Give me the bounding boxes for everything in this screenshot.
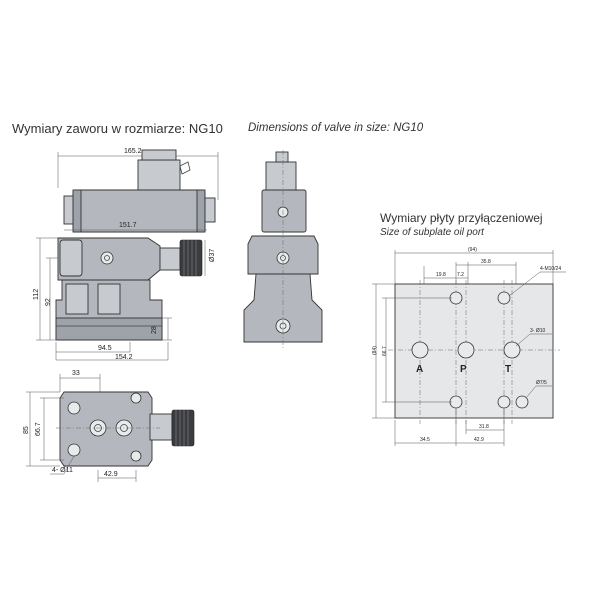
dim-height-lower: 28: [151, 326, 158, 334]
dim-coil-width: 151.7: [119, 222, 137, 229]
dim-knob-diameter: Ø37: [209, 249, 216, 262]
port-t-label: T: [505, 364, 511, 375]
dim-ports-diameter: 3- Ø10: [530, 328, 546, 334]
thread-hole-4: [497, 395, 511, 409]
port-a-hole: [411, 341, 429, 359]
page-title: Wymiary zaworu w rozmiarze: NG10: [12, 121, 223, 136]
dim-42-9: 42.9: [474, 437, 484, 443]
dim-35-8: 35.8: [481, 259, 491, 265]
dim-mounting-holes: 4- Ø11: [52, 467, 73, 474]
page-title-english: Dimensions of valve in size: NG10: [248, 122, 424, 134]
side-view: [243, 150, 323, 350]
dim-19-8: 19.8: [436, 272, 446, 278]
subplate-view: (94) 19.8 7.2 35.8 A P T: [372, 247, 566, 446]
subplate-title-english: Size of subplate oil port: [380, 227, 484, 238]
dim-34-5: 34.5: [420, 437, 430, 443]
adjustment-knob: [179, 239, 203, 277]
dim-offset-left: 33: [72, 370, 80, 377]
port-p-hole: [457, 341, 475, 359]
dim-height-total: 112: [33, 289, 40, 300]
coil-connector: [137, 159, 181, 193]
port-p-label: P: [460, 364, 467, 375]
dim-thread: 4-M10/24: [540, 266, 561, 272]
top-view: 33 85 66.7 42.9 4- Ø11: [23, 370, 195, 482]
dim-height-inner: 66.7: [382, 346, 388, 356]
dim-hole-spacing-y: 66.7: [35, 422, 42, 436]
dim-base-width: 154.2: [115, 354, 133, 361]
dim-31-8: 31.8: [479, 424, 489, 430]
subplate-title: Wymiary płyty przyłączeniowej: [380, 211, 543, 225]
dim-pin-diameter: Ø7/5: [536, 380, 547, 386]
dim-subplate-width: (94): [468, 247, 477, 253]
thread-hole-2: [497, 291, 511, 305]
dim-base-half: 94.5: [98, 345, 112, 352]
solenoid-coil: [72, 189, 206, 233]
dim-depth-total: 85: [23, 426, 30, 434]
dim-7-2: 7.2: [457, 272, 464, 278]
pin-hole: [515, 395, 529, 409]
dim-height-body: 92: [45, 298, 52, 306]
front-view: 165.2 151.7 Ø37: [33, 148, 219, 361]
top-knob: [171, 409, 195, 447]
side-connector: [265, 161, 297, 191]
dim-subplate-height: (84): [372, 346, 378, 355]
dim-hole-spacing-x: 42.9: [104, 471, 118, 478]
dim-width-top: 165.2: [124, 148, 142, 155]
port-a-label: A: [416, 364, 423, 375]
